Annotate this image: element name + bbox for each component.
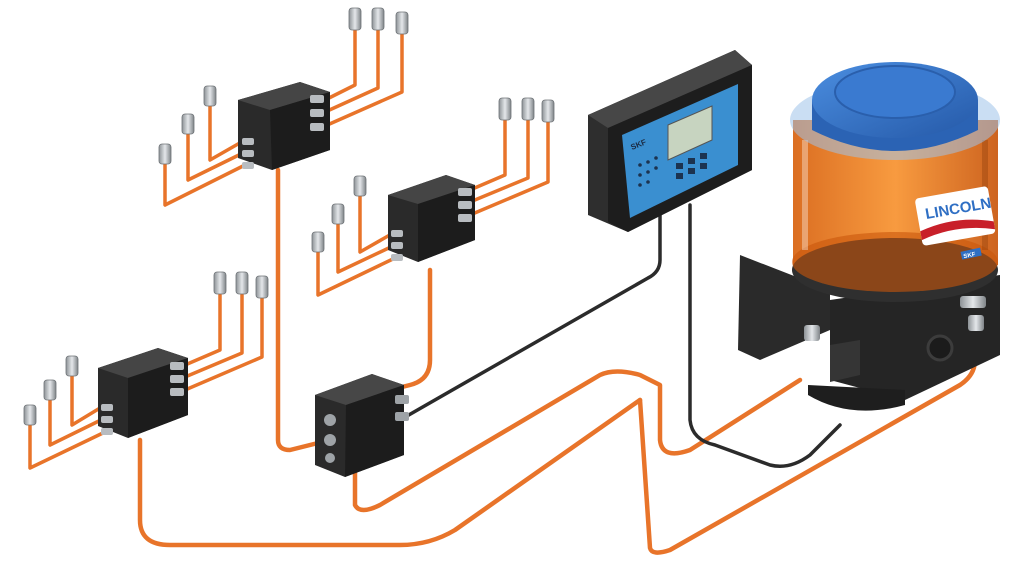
distributor-master	[315, 374, 409, 477]
distributor-middle	[311, 97, 555, 297]
grease-pump: LINCOLN SKF	[738, 62, 1000, 411]
control-unit: SKF	[588, 50, 752, 232]
distributor-left	[23, 271, 269, 470]
distributor-top	[158, 7, 409, 207]
pump-badge: SKF	[963, 252, 976, 260]
control-cables	[398, 203, 842, 468]
